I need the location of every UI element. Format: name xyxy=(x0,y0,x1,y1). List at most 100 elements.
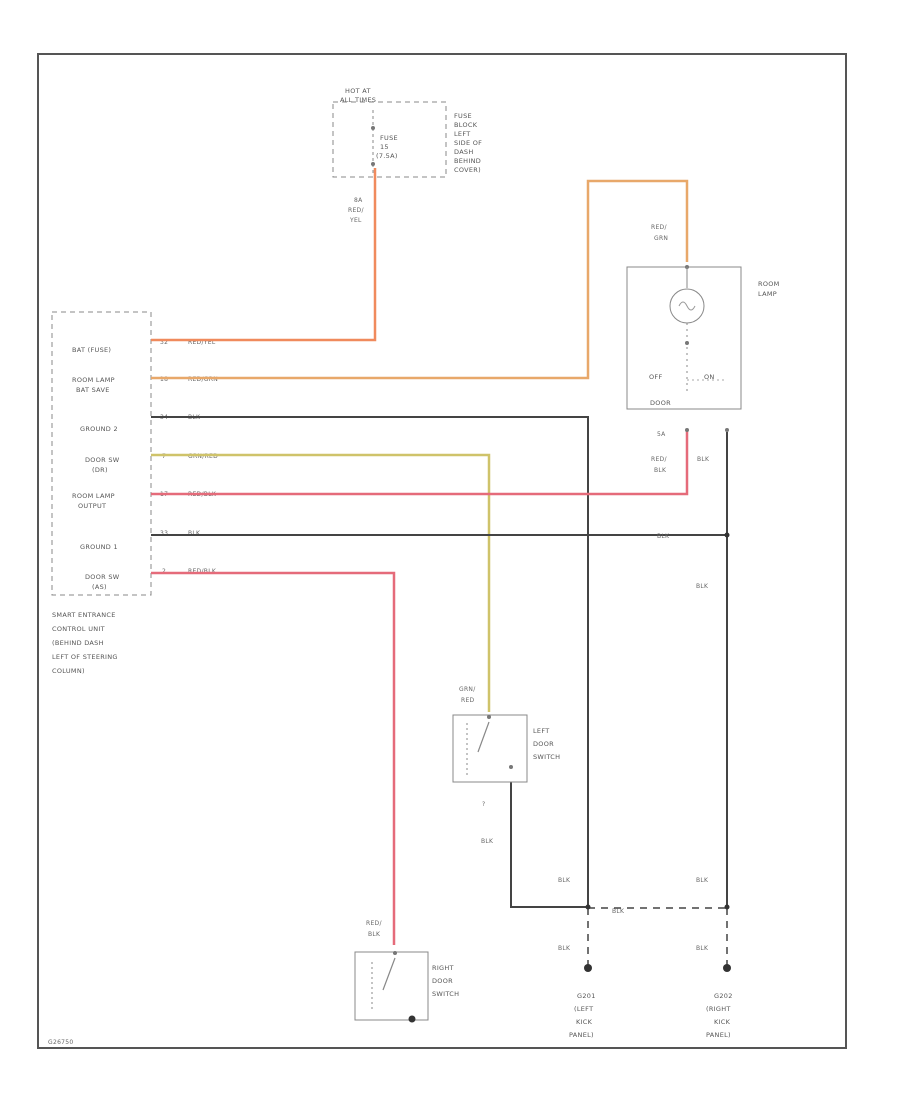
g202-label-4: PANEL) xyxy=(706,1031,731,1039)
cu-pin-6-label: GROUND 1 xyxy=(80,543,118,551)
room-lamp-terminal-bottom-right xyxy=(725,428,729,432)
diagram-frame xyxy=(37,53,847,1049)
room-lamp-door-label: DOOR xyxy=(650,399,671,407)
g202-label-2: (RIGHT xyxy=(706,1005,731,1013)
cu-pin-2-wire: RED/GRN xyxy=(188,376,218,383)
fuse-hot-label-1: HOT AT xyxy=(345,87,371,95)
fuse-location-2: BLOCK xyxy=(454,121,478,129)
fuse-block-outline xyxy=(332,101,447,178)
room-lamp-right-wire: BLK xyxy=(697,456,710,463)
left-switch-wire-2: RED xyxy=(461,697,475,704)
wire-red-grn-room-lamp xyxy=(151,179,689,380)
control-unit-outline xyxy=(51,311,152,596)
blk-label-left-ground-lower: BLK xyxy=(558,945,571,952)
blk-label-right-ground-lower: BLK xyxy=(696,945,709,952)
wire-blk-ground2 xyxy=(151,416,589,906)
cu-location-4: LEFT OF STEERING xyxy=(52,653,118,661)
blk-label-splice: BLK xyxy=(612,908,625,915)
cu-pin-7-wire: RED/BLK xyxy=(188,568,217,575)
cu-pin-2-label-1: ROOM LAMP xyxy=(72,376,115,384)
left-switch-label-3: SWITCH xyxy=(533,753,560,761)
room-lamp: RED/ GRN OFF ON DOOR ROOM LAMP 5A RED/ B… xyxy=(626,224,780,474)
ground-g201-icon xyxy=(584,964,592,972)
fuse-terminal-bottom xyxy=(371,162,375,166)
right-switch-wire-2: BLK xyxy=(368,931,381,938)
cu-location-1: SMART ENTRANCE xyxy=(52,611,116,619)
cu-pin-wires: 32 RED/YEL 18 RED/GRN 34 BLK 7 GRN/RED 1… xyxy=(160,339,218,575)
left-switch-ground-wire: ? xyxy=(482,801,486,808)
cu-pin-6-num: 33 xyxy=(160,530,168,537)
fuse-label-1: FUSE xyxy=(380,134,398,142)
splice-dot-right xyxy=(724,904,730,910)
g201-label-2: (LEFT xyxy=(574,1005,593,1013)
fuse-terminal-top xyxy=(371,126,375,130)
cu-pin-1-label: BAT (FUSE) xyxy=(72,346,111,354)
room-lamp-outline xyxy=(626,266,742,410)
left-switch-wire-1: GRN/ xyxy=(459,686,476,693)
cu-pin-4-label-1: DOOR SW xyxy=(85,456,120,464)
fuse-block: HOT AT ALL TIMES FUSE 15 (7.5A) FUSE BLO… xyxy=(332,87,482,224)
room-lamp-left-wire-3: BLK xyxy=(654,467,667,474)
blk-label-right-vertical: BLK xyxy=(696,583,709,590)
room-lamp-on-label: ON xyxy=(704,373,715,381)
g202-label-1: G202 xyxy=(714,992,733,1000)
ground-g201: G201 (LEFT KICK PANEL) xyxy=(569,964,596,1039)
blk-label-left-ground-upper: BLK xyxy=(558,877,571,884)
cu-location-3: (BEHIND DASH xyxy=(52,639,104,647)
right-switch-label-1: RIGHT xyxy=(432,964,454,972)
cu-location-2: CONTROL UNIT xyxy=(52,625,105,633)
splice-dot-ground1 xyxy=(724,532,730,538)
cu-pin-4-label-2: (DR) xyxy=(92,466,108,474)
cu-pin-2-label-2: BAT SAVE xyxy=(76,386,110,394)
room-lamp-filament-icon xyxy=(678,301,696,311)
room-lamp-terminal-bottom-left xyxy=(685,428,689,432)
fuse-label-2: 15 xyxy=(380,143,389,151)
cu-pin-5-label-2: OUTPUT xyxy=(78,502,106,510)
g201-label-3: KICK xyxy=(576,1018,593,1026)
room-lamp-label-2: LAMP xyxy=(758,290,777,298)
cu-pin-2-num: 18 xyxy=(160,376,168,383)
footer-code: G26750 xyxy=(48,1039,74,1046)
right-switch-outline xyxy=(354,951,429,1021)
wire-grn-red-door-dr xyxy=(151,453,491,712)
wires xyxy=(151,168,728,965)
fuse-wire-label-2: RED/ xyxy=(348,207,364,214)
cu-pin-3-label: GROUND 2 xyxy=(80,425,118,433)
left-switch-outline xyxy=(452,714,528,783)
right-switch-label-2: DOOR xyxy=(432,977,453,985)
left-switch-label-1: LEFT xyxy=(533,727,550,735)
g201-label-4: PANEL) xyxy=(569,1031,594,1039)
right-switch-ground-dot xyxy=(408,1015,416,1023)
room-lamp-left-wire-1: 5A xyxy=(657,431,666,438)
fuse-wire-label-3: YEL xyxy=(349,217,362,224)
blk-label-ground1-right: BLK xyxy=(657,533,670,540)
fuse-location-6: BEHIND xyxy=(454,157,481,165)
wire-red-blk-lamp-output xyxy=(151,430,689,496)
left-door-switch: GRN/ RED ? LEFT DOOR SWITCH xyxy=(452,686,560,808)
room-lamp-top-wire-1: RED/ xyxy=(651,224,667,231)
cu-pin-5-label-1: ROOM LAMP xyxy=(72,492,115,500)
g202-label-3: KICK xyxy=(714,1018,731,1026)
wire-red-yel-bat xyxy=(151,168,377,342)
blk-label-right-ground-upper: BLK xyxy=(696,877,709,884)
cu-pin-4-num: 7 xyxy=(162,453,166,460)
cu-location-5: COLUMN) xyxy=(52,667,85,675)
left-switch-terminal-bottom xyxy=(509,765,513,769)
fuse-location-3: LEFT xyxy=(454,130,471,138)
cu-pin-6-wire: BLK xyxy=(188,530,201,537)
fuse-location-4: SIDE OF xyxy=(454,139,482,147)
wire-red-blk-door-as xyxy=(151,571,396,945)
right-switch-terminal-top xyxy=(393,951,397,955)
right-door-switch: RED/ BLK RIGHT DOOR SWITCH xyxy=(354,920,459,1023)
g201-label-1: G201 xyxy=(577,992,596,1000)
blk-label-left-switch: BLK xyxy=(481,838,494,845)
cu-pin-1-num: 32 xyxy=(160,339,168,346)
room-lamp-label-1: ROOM xyxy=(758,280,780,288)
right-switch-contact xyxy=(382,957,396,991)
room-lamp-top-wire-2: GRN xyxy=(654,235,668,242)
ground-g202: G202 (RIGHT KICK PANEL) xyxy=(706,964,733,1039)
fuse-hot-label-2: ALL TIMES xyxy=(340,96,376,104)
cu-pin-7-num: 2 xyxy=(162,568,166,575)
